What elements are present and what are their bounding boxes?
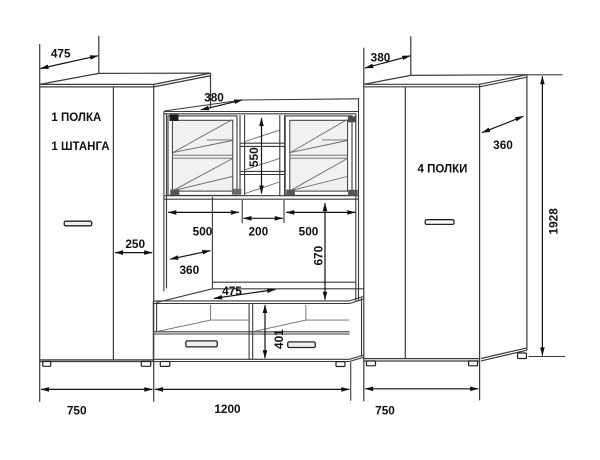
svg-text:750: 750: [375, 404, 395, 418]
svg-text:1928: 1928: [547, 208, 561, 235]
svg-text:1 ПОЛКА: 1 ПОЛКА: [51, 112, 101, 124]
svg-text:670: 670: [311, 245, 325, 265]
svg-text:750: 750: [67, 404, 87, 418]
svg-text:500: 500: [299, 225, 319, 239]
svg-text:250: 250: [125, 237, 145, 251]
svg-text:360: 360: [179, 263, 199, 277]
svg-text:380: 380: [204, 91, 224, 105]
svg-text:1 ШТАНГА: 1 ШТАНГА: [51, 141, 109, 153]
svg-text:500: 500: [193, 225, 213, 239]
svg-text:475: 475: [51, 47, 71, 61]
svg-text:360: 360: [493, 138, 513, 152]
svg-text:380: 380: [371, 51, 391, 65]
svg-text:475: 475: [222, 284, 242, 298]
svg-text:1200: 1200: [214, 402, 241, 416]
svg-text:401: 401: [272, 329, 286, 349]
svg-text:4 ПОЛКИ: 4 ПОЛКИ: [418, 163, 468, 175]
svg-text:200: 200: [248, 225, 268, 239]
svg-text:550: 550: [247, 147, 261, 167]
